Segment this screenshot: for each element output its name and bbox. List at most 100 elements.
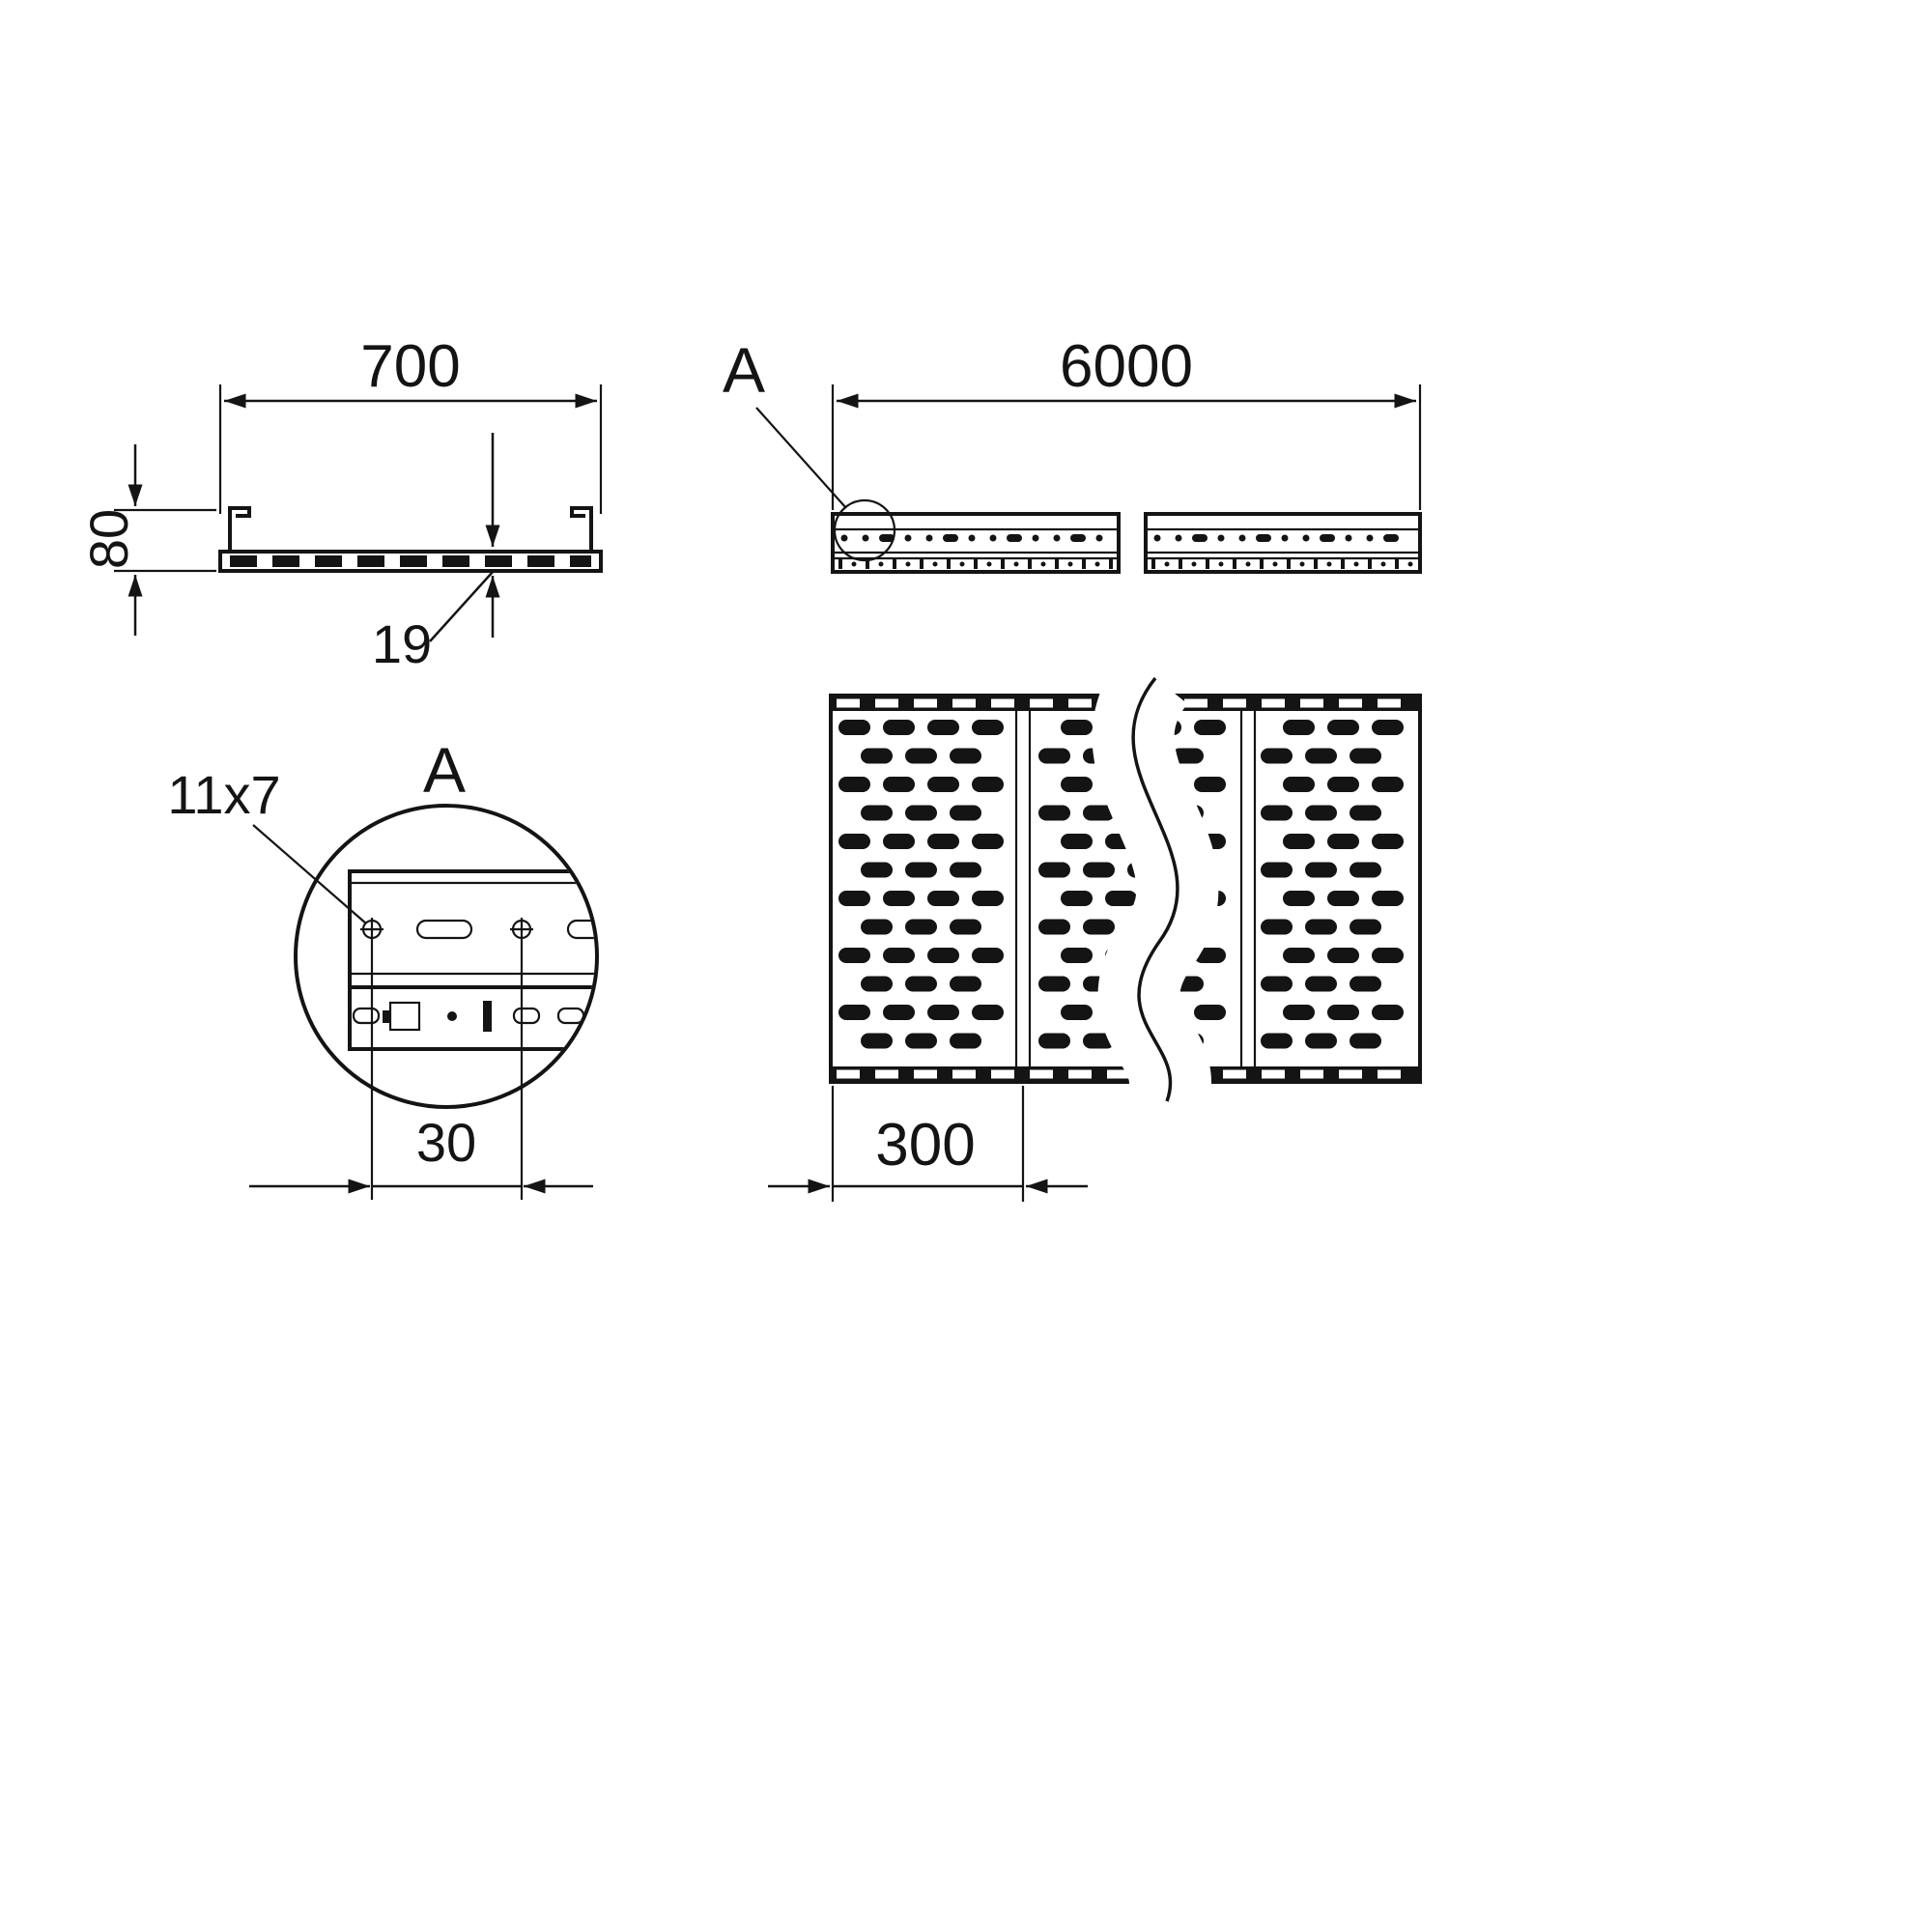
rail-hole	[862, 534, 869, 542]
detail-content	[348, 869, 595, 1051]
rail-slot	[1320, 534, 1335, 542]
perforation-slot	[1083, 805, 1115, 821]
rail-hole	[1281, 534, 1289, 542]
perforation-slot	[1372, 834, 1404, 849]
rail-outline	[831, 512, 1121, 574]
perforation-slot	[1083, 1033, 1115, 1049]
rail-mark	[1109, 559, 1113, 569]
perforation-slot	[1283, 891, 1315, 906]
perforation-slot	[1194, 948, 1226, 963]
dimension-label-height: 80	[78, 509, 139, 569]
perforation-slot	[927, 834, 959, 849]
rail-mark	[1040, 561, 1046, 567]
perforation-slot	[1283, 720, 1315, 735]
latch-tab	[383, 1010, 391, 1023]
rivet-dot	[447, 1011, 457, 1021]
rail-mark	[1028, 559, 1032, 569]
rail-mark	[1272, 561, 1278, 567]
perforation-slot	[883, 720, 915, 735]
perforation-pattern	[838, 720, 1404, 1049]
perforation-slot	[1261, 748, 1293, 764]
side-view: A 6000	[723, 333, 1422, 574]
hole-size-label: 11x7	[167, 764, 280, 825]
perforation-slot	[1305, 862, 1337, 878]
rail-slot	[879, 534, 895, 542]
rail-mark	[920, 559, 923, 569]
leader-line	[755, 407, 847, 509]
perforation-slot	[1261, 976, 1293, 992]
rail-mark	[866, 559, 869, 569]
perforation-slot	[1061, 948, 1093, 963]
rail-hole	[1095, 534, 1103, 542]
rail-mark	[932, 561, 938, 567]
dimension-label-width: 700	[360, 333, 460, 400]
perforation-slot	[1038, 1033, 1070, 1049]
perforation-slot	[1305, 748, 1337, 764]
rail-mark	[1395, 559, 1399, 569]
rail-mark	[1191, 561, 1197, 567]
slot-hole	[566, 919, 595, 940]
rail-mark	[905, 561, 911, 567]
perforation-slot	[1038, 976, 1070, 992]
perforation-slot	[1372, 1005, 1404, 1020]
rail-outline	[1144, 512, 1422, 574]
rail-mark	[974, 559, 978, 569]
perforation-slot	[950, 805, 981, 821]
rail-hole	[1217, 534, 1225, 542]
rail-hole	[1366, 534, 1374, 542]
perforation-slot	[972, 720, 1004, 735]
rail-hole	[1175, 534, 1182, 542]
perforation-slot	[1261, 805, 1293, 821]
perforation-slot	[905, 748, 937, 764]
perforation-slot	[1372, 777, 1404, 792]
perforation-slot	[838, 948, 870, 963]
tray-base-plate	[218, 550, 603, 573]
perforation-slot	[950, 976, 981, 992]
perforation-slot	[1350, 976, 1381, 992]
rail-mark	[1299, 561, 1305, 567]
perforation-slot	[1061, 891, 1093, 906]
perforation-slot	[1372, 948, 1404, 963]
rail-hole	[925, 534, 933, 542]
perforation-slot	[1194, 1005, 1226, 1020]
rail-hole	[968, 534, 976, 542]
perforation-slot	[1105, 891, 1137, 906]
side-rail-right-segment	[1144, 512, 1422, 574]
rail-mark	[1082, 559, 1086, 569]
rail-mark	[878, 561, 884, 567]
perforation-slot	[883, 948, 915, 963]
perforation-slot	[1038, 805, 1070, 821]
rail-slot	[943, 534, 958, 542]
rail-mark	[893, 559, 896, 569]
rail-mark	[1013, 561, 1019, 567]
rail-mark	[851, 561, 857, 567]
rail-mark	[1245, 561, 1251, 567]
perforation-slot	[1283, 1005, 1315, 1020]
rail-slot	[1007, 534, 1022, 542]
rail-mark	[1380, 561, 1386, 567]
detail-callout-label: A	[723, 334, 765, 406]
rail-mark	[1001, 559, 1005, 569]
perforation-slot	[972, 777, 1004, 792]
rail-hole	[1032, 534, 1039, 542]
perforation-slot	[838, 720, 870, 735]
rail-hole	[1053, 534, 1061, 542]
side-rail-left-segment	[831, 512, 1121, 574]
perforation-slot	[1327, 777, 1359, 792]
tray-right-lip	[570, 506, 593, 554]
perforation-slot	[905, 976, 937, 992]
rail-mark	[1326, 561, 1332, 567]
perforation-slot	[861, 1033, 893, 1049]
perforation-slot	[861, 862, 893, 878]
rail-mark	[986, 561, 992, 567]
perforation-slot	[1061, 1005, 1093, 1020]
slot-hole-small	[352, 1007, 381, 1025]
perforation-slot	[1038, 862, 1070, 878]
perforation-slot	[927, 891, 959, 906]
perforation-slot	[972, 1005, 1004, 1020]
detail-a-view: A 11x7	[167, 734, 599, 1200]
perforation-slot	[883, 891, 915, 906]
rail-hole	[1238, 534, 1246, 542]
perforation-slot	[861, 805, 893, 821]
